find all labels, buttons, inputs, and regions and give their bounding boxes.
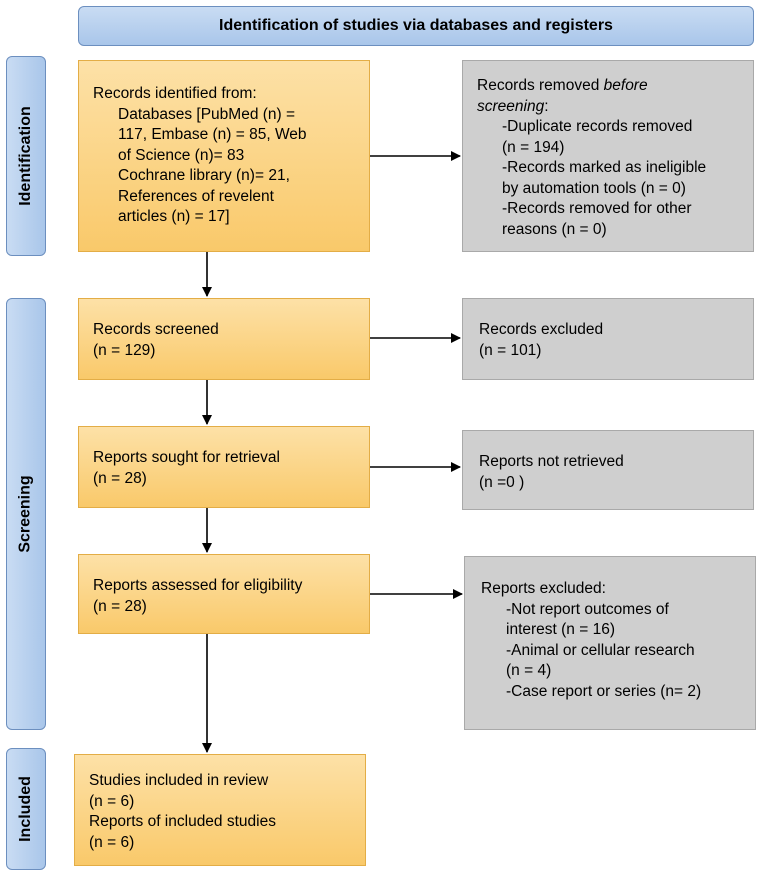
reports-excluded-line: (n = 4) (506, 662, 552, 679)
reports-assessed-line: (n = 28) (93, 597, 147, 615)
records-screened-line: (n = 129) (93, 341, 156, 359)
studies-included-box: Studies included in review (n = 6) Repor… (74, 754, 366, 866)
records-identified-line: Cochrane library (n)= 21, (118, 167, 290, 184)
studies-included-line: (n = 6) (89, 792, 135, 810)
records-removed-line: by automation tools (n = 0) (502, 179, 686, 197)
records-removed-line: -Records removed for other (502, 200, 692, 217)
reports-excluded-line: Reports excluded: (481, 580, 606, 597)
phase-included: Included (6, 748, 46, 870)
records-excluded-box: Records excluded (n = 101) (462, 298, 754, 380)
reports-not-retrieved-line: (n =0 ) (479, 473, 525, 491)
reports-excluded-line: -Not report outcomes of (506, 600, 669, 618)
records-identified-line: Records identified from: (93, 85, 257, 102)
records-identified-line: of Science (n)= 83 (118, 146, 245, 164)
records-removed-line: -Records marked as ineligible (502, 159, 707, 176)
records-identified-line: Databases [PubMed (n) = (118, 105, 296, 123)
records-removed-line: (n = 194) (502, 138, 565, 156)
reports-not-retrieved-line: Reports not retrieved (479, 453, 624, 470)
records-removed-line: -Duplicate records removed (502, 118, 693, 135)
reports-assessed-box: Reports assessed for eligibility (n = 28… (78, 554, 370, 634)
reports-excluded-line: interest (n = 16) (506, 621, 615, 638)
reports-excluded-line: -Animal or cellular research (506, 641, 695, 659)
records-excluded-line: (n = 101) (479, 341, 542, 359)
records-identified-line: References of revelent (118, 187, 274, 205)
reports-assessed-line: Reports assessed for eligibility (93, 577, 303, 594)
records-removed-box: Records removed before screening: -Dupli… (462, 60, 754, 252)
records-removed-title-italic: before (603, 77, 648, 94)
records-identified-line: articles (n) = 17] (118, 208, 230, 225)
records-screened-box: Records screened (n = 129) (78, 298, 370, 380)
phase-screening: Screening (6, 298, 46, 730)
reports-sought-line: Reports sought for retrieval (93, 449, 280, 466)
records-excluded-line: Records excluded (479, 321, 604, 338)
reports-sought-line: (n = 28) (93, 469, 147, 487)
records-identified-box: Records identified from: Databases [PubM… (78, 60, 370, 252)
studies-included-line: Studies included in review (89, 772, 269, 789)
records-screened-line: Records screened (93, 321, 219, 338)
records-removed-title-italic-2: screening (477, 97, 545, 115)
records-removed-title: Records removed before (477, 76, 745, 97)
studies-included-line: (n = 6) (89, 833, 135, 851)
reports-excluded-line: -Case report or series (n= 2) (506, 682, 702, 700)
reports-not-retrieved-box: Reports not retrieved (n =0 ) (462, 430, 754, 510)
diagram-header: Identification of studies via databases … (78, 6, 754, 46)
records-identified-line: 117, Embase (n) = 85, Web (118, 126, 307, 143)
phase-identification: Identification (6, 56, 46, 256)
reports-excluded-box: Reports excluded: -Not report outcomes o… (464, 556, 756, 730)
studies-included-line: Reports of included studies (89, 813, 276, 830)
records-removed-title-suffix: : (544, 97, 549, 115)
records-removed-title-prefix: Records removed (477, 77, 604, 94)
reports-sought-box: Reports sought for retrieval (n = 28) (78, 426, 370, 508)
records-removed-line: reasons (n = 0) (502, 220, 607, 238)
records-removed-title-2: screening: (477, 97, 745, 118)
header-title: Identification of studies via databases … (219, 17, 613, 34)
